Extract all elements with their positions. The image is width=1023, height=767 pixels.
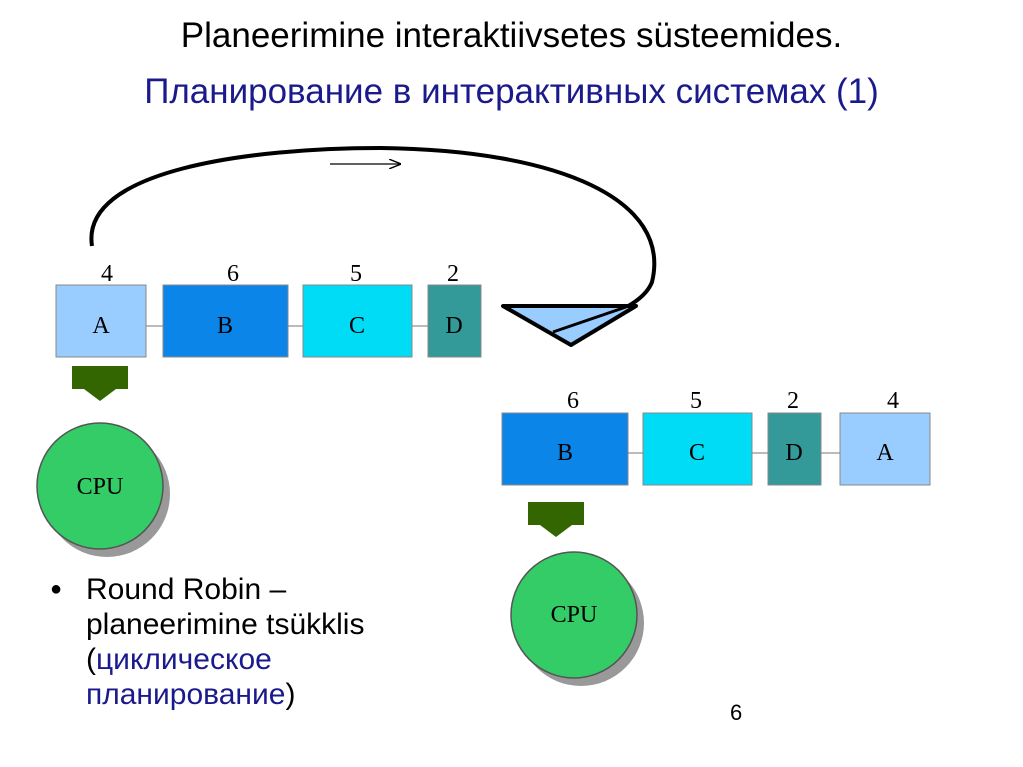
queue-after: 6 5 2 4 B C D A	[501, 388, 931, 486]
page-number: 6	[730, 700, 743, 725]
cpu-after: CPU	[510, 551, 644, 686]
loop-arrowhead	[501, 304, 638, 347]
process-label: B	[217, 313, 233, 339]
process-label: C	[689, 440, 705, 466]
priority-label: 2	[787, 388, 799, 414]
cpu-before: CPU	[36, 422, 170, 557]
cpu-label: CPU	[551, 602, 598, 628]
cpu-label: CPU	[77, 474, 124, 500]
priority-label: 6	[567, 388, 579, 414]
bullet-russian-1: циклическое	[96, 643, 272, 676]
process-box-b	[162, 284, 289, 358]
process-box-c	[302, 284, 413, 358]
bullet-open-paren: (	[86, 643, 96, 676]
bullet-text: Round Robin – planeerimine tsükklis (цик…	[86, 572, 466, 712]
bullet-line4: планирование)	[86, 677, 466, 712]
process-box-d	[427, 284, 482, 358]
priority-label: 5	[690, 388, 702, 414]
bullet-russian-2: планирование	[86, 678, 286, 711]
process-label: B	[557, 440, 573, 466]
process-box-d	[767, 412, 822, 486]
queue-before: 4 6 5 2 A B C D	[55, 261, 482, 358]
slide-title: Planeerimine interaktiivsetes süsteemide…	[180, 16, 843, 55]
process-box-b	[501, 412, 629, 486]
process-box-a	[839, 412, 931, 486]
process-box-a	[55, 284, 147, 358]
bullet-line3: (циклическое	[86, 642, 466, 677]
bullet-close-paren: )	[285, 678, 296, 711]
process-label: A	[876, 440, 894, 466]
bullet-line2: planeerimine tsükklis	[86, 608, 365, 641]
priority-label: 5	[350, 261, 362, 287]
process-label: A	[92, 313, 110, 339]
bullet-dot: ●	[50, 578, 63, 600]
slide-subtitle: Планирование в интерактивных системах (1…	[144, 72, 879, 111]
process-box-c	[642, 412, 753, 486]
priority-label: 4	[887, 388, 899, 414]
priority-label: 4	[101, 261, 113, 287]
process-label: D	[445, 313, 462, 339]
loop-arc	[89, 145, 657, 320]
cpu-pointer-after	[528, 502, 584, 537]
priority-label: 6	[227, 261, 239, 287]
bullet-line1: Round Robin –	[86, 573, 287, 606]
process-label: D	[785, 440, 802, 466]
process-label: C	[349, 313, 365, 339]
priority-label: 2	[447, 261, 459, 287]
cpu-pointer-before	[72, 366, 128, 401]
